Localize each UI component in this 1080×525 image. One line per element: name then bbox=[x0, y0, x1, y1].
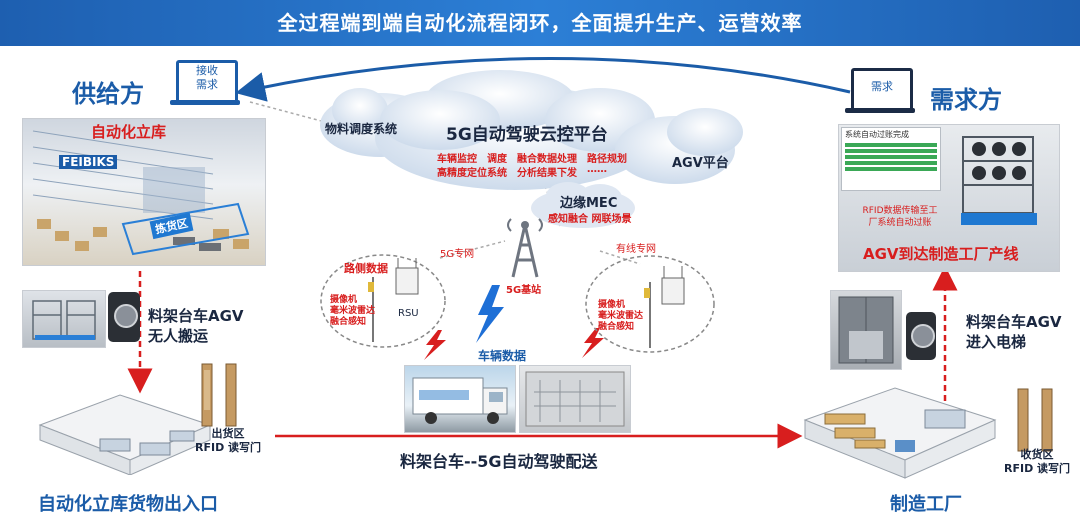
truck-interior-image bbox=[519, 365, 631, 433]
cloud-platform bbox=[320, 70, 743, 190]
banner-title: 全过程端到端自动化流程闭环，全面提升生产、运营效率 bbox=[0, 0, 1080, 46]
base-station-label: 5G基站 bbox=[506, 285, 542, 296]
warehouse-dock-illustration bbox=[38, 394, 212, 475]
lightning-red-icon bbox=[424, 330, 446, 360]
warehouse-label: 自动化立库 bbox=[91, 123, 167, 141]
factory-label: 制造工厂 bbox=[890, 494, 962, 515]
warehouse-brand: FEIBIKS bbox=[59, 155, 118, 169]
rfid-note: RFID数据传输至工厂系统自动过账 bbox=[862, 206, 938, 228]
wired-network-label: 有线专网 bbox=[616, 244, 656, 255]
rsu-label: RSU bbox=[398, 308, 419, 319]
cloud-title: 5G自动驾驶云控平台 bbox=[446, 125, 608, 145]
agv-arrival-caption: AGV到达制造工厂产线 bbox=[863, 245, 1019, 263]
vehicle-data-label: 车辆数据 bbox=[478, 349, 527, 363]
roadside-circle bbox=[320, 254, 446, 348]
truck-image bbox=[404, 365, 516, 433]
cloud-left-label: 物料调度系统 bbox=[325, 122, 398, 136]
cloud-items-row2: 高精度定位系统分析结果下发 …… bbox=[437, 164, 607, 179]
rfid-gate-right-icon bbox=[1017, 388, 1053, 452]
lightning-red-icon-right bbox=[582, 328, 604, 358]
warehouse-bottom-label: 自动化立库货物出入口 bbox=[38, 494, 218, 515]
supplier-title: 供给方 bbox=[72, 80, 144, 108]
demand-title: 需求方 bbox=[930, 86, 1002, 114]
agv-photo-left bbox=[22, 290, 106, 348]
warehouse-image: FEIBIKS 自动化立库 拣货区 bbox=[22, 118, 266, 266]
system-screen: 系统自动过账完成 bbox=[841, 127, 941, 191]
rfid-gate-left-icon bbox=[201, 363, 237, 427]
lightning-blue-icon bbox=[476, 285, 504, 343]
laptop-icon: 接收需求 bbox=[170, 60, 240, 106]
agv-device-icon bbox=[108, 292, 140, 342]
roadside-items: 摄像机毫米波雷达融合感知 bbox=[330, 295, 376, 327]
elevator-photo bbox=[830, 290, 902, 370]
base-station-icon bbox=[507, 218, 543, 278]
laptop-text: 接收需求 bbox=[196, 64, 218, 91]
flow-arrows bbox=[127, 57, 958, 449]
delivery-label: 料架台车--5G自动驾驶配送 bbox=[400, 452, 598, 471]
agv-device-icon-right bbox=[906, 312, 936, 360]
cloud-right-label: AGV平台 bbox=[672, 156, 729, 171]
factory-illustration bbox=[803, 387, 997, 479]
mec-title: 边缘MEC bbox=[560, 196, 618, 211]
private-5g-label: 5G专网 bbox=[440, 249, 475, 260]
demand-arc-arrow bbox=[235, 57, 851, 102]
mec-sub: 感知融合 网联场景 bbox=[548, 214, 632, 225]
roadside-title: 路侧数据 bbox=[344, 262, 388, 275]
roadside-items-right: 摄像机毫米波雷达融合感知 bbox=[598, 300, 644, 332]
cloud-items-row1: 车辆监控调度 融合数据处理路径规划 bbox=[437, 154, 627, 165]
laptop-icon-demand: 需求 bbox=[845, 68, 915, 114]
mec-cloud bbox=[531, 182, 635, 228]
roadside-circle-right bbox=[585, 255, 715, 353]
agv-arrival-image: 系统自动过账完成 RFID数据传输至工厂系统自动过账 AGV到达制造工厂产线 bbox=[838, 124, 1060, 272]
